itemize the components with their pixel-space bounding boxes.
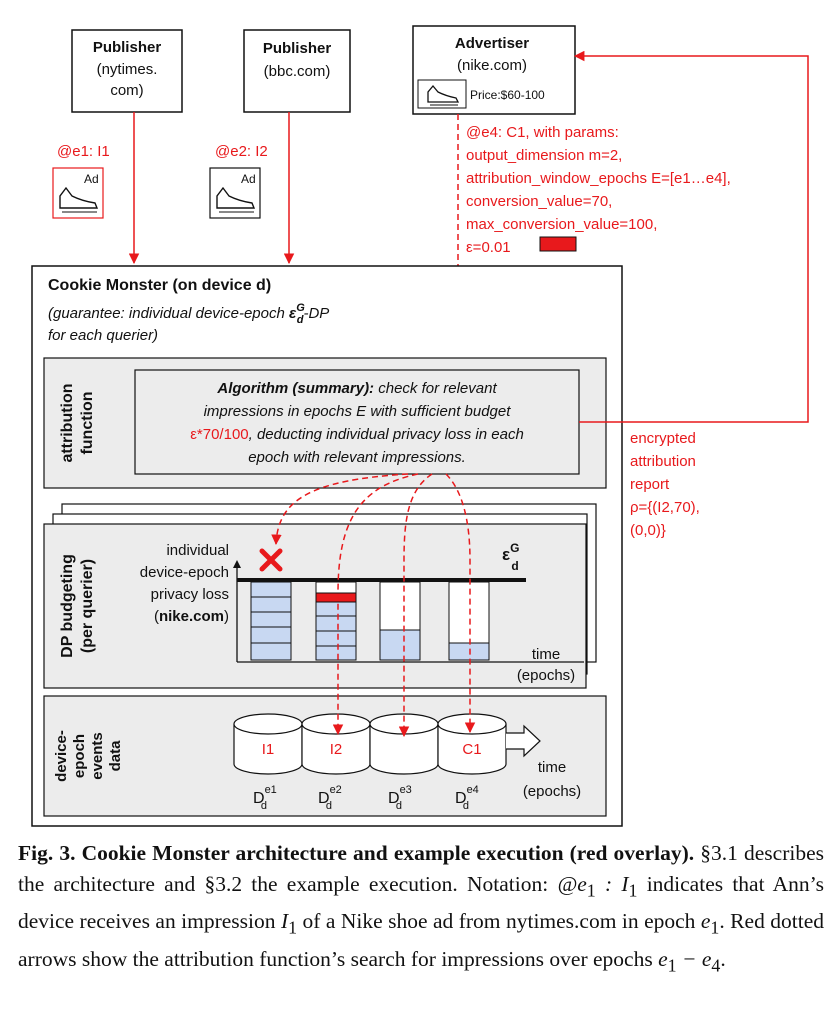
- epsilon-budget-swatch: [539, 236, 577, 252]
- search-arrow-e1: [271, 473, 409, 546]
- cookie-monster-title: Cookie Monster (on device d): [48, 277, 271, 294]
- new-deduction: [315, 592, 357, 603]
- db-event-label: C1: [462, 741, 481, 758]
- algorithm-line4: epoch with relevant impressions.: [248, 449, 466, 466]
- conversion-params: @e4: C1, with params: output_dimension m…: [466, 124, 731, 256]
- advertiser-name: (nike.com): [457, 57, 527, 74]
- search-arrow-e3: [398, 473, 433, 738]
- time-arrow-icon: [506, 724, 541, 758]
- attribution-report: encrypted attribution report ρ={(I2,70),…: [630, 430, 700, 539]
- epoch-db-cylinder-2: [301, 713, 371, 775]
- report-line: attribution: [630, 453, 696, 470]
- events-xlabel-epochs: (epochs): [523, 783, 581, 800]
- epoch-budget-bar-4: [448, 581, 490, 661]
- param-line: max_conversion_value=100,: [466, 216, 657, 233]
- db-event-label: I1: [262, 741, 275, 758]
- param-line: @e4: C1, with params:: [466, 124, 619, 141]
- ad-impression-2: Ad: [209, 167, 261, 219]
- publisher-title: Publisher: [93, 39, 162, 56]
- budget-exhausted-icon: [259, 548, 283, 572]
- shoe-icon: [427, 84, 460, 106]
- algorithm-line1: Algorithm (summary): check for relevant: [216, 380, 497, 397]
- shoe-icon: [59, 186, 99, 213]
- advertiser-box: Advertiser (nike.com) Price:$60-100: [412, 25, 576, 115]
- budgeting-side-label1: DP budgeting: [59, 554, 76, 658]
- budget-ylabel-querier: (nike.com): [154, 608, 229, 625]
- events-side-label: data: [107, 740, 124, 772]
- publisher-name-line2: com): [110, 82, 143, 99]
- publisher-title: Publisher: [263, 40, 332, 57]
- param-line: ε=0.01: [466, 239, 511, 256]
- attribution-search-arrows: [271, 473, 476, 738]
- attribution-function-panel: attribution function Algorithm (summary)…: [43, 357, 607, 489]
- budget-xlabel-time: time: [532, 646, 560, 663]
- search-arrow-e4: [445, 473, 476, 734]
- events-side-label: device-: [53, 730, 70, 782]
- report-line: ρ={(I2,70),: [630, 499, 700, 516]
- shoe-icon: [216, 186, 256, 213]
- param-line: attribution_window_epochs E=[e1…e4],: [466, 170, 731, 187]
- budget-ylabel-line: device-epoch: [140, 564, 229, 581]
- db-event-label: I2: [330, 741, 343, 758]
- guarantee-line2: for each querier): [48, 327, 158, 344]
- epoch-budget-bar-2: [315, 581, 357, 661]
- attribution-side-label2: function: [79, 391, 96, 454]
- param-line: output_dimension m=2,: [466, 147, 622, 164]
- events-side-label: events: [89, 732, 106, 780]
- event-e2-label: @e2: I2: [215, 143, 268, 160]
- report-arrow: [573, 50, 809, 423]
- epoch-db-cylinder-3: [369, 713, 439, 775]
- epoch-budget-bar-3: [379, 581, 421, 661]
- architecture-diagram: Publisher (nytimes. com) Publisher (bbc.…: [31, 25, 809, 827]
- events-side-label: epoch: [71, 734, 88, 778]
- price-range: Price:$60-100: [470, 88, 545, 102]
- param-line: conversion_value=70,: [466, 193, 612, 210]
- event-e1-label: @e1: I1: [57, 143, 110, 160]
- budgeting-side-label2: (per querier): [79, 559, 96, 653]
- report-line: report: [630, 476, 670, 493]
- caption-text: §3.1 describes the architecture and §3.2…: [18, 841, 824, 896]
- budget-ylabel-line: privacy loss: [151, 586, 229, 603]
- search-arrow-e2: [332, 473, 419, 736]
- caption-title: Fig. 3. Cookie Monster architecture and …: [18, 841, 695, 865]
- budget-ylabel-line: individual: [166, 542, 229, 559]
- attribution-side-label1: attribution: [59, 383, 76, 462]
- algorithm-box: [134, 369, 580, 475]
- figure-caption: Fig. 3. Cookie Monster architecture and …: [18, 841, 825, 975]
- publisher-bbc-box: Publisher (bbc.com): [243, 29, 351, 113]
- budget-xlabel-epochs: (epochs): [517, 667, 575, 684]
- algorithm-line3: ε*70/100, deducting individual privacy l…: [190, 426, 524, 443]
- publisher-name-line1: (nytimes.: [97, 61, 158, 78]
- algorithm-line2: impressions in epochs E with sufficient …: [204, 403, 512, 420]
- epoch-budget-bar-1: [250, 581, 292, 661]
- publisher-name: (bbc.com): [264, 63, 331, 80]
- dp-budgeting-panel: DP budgeting (per querier) individual de…: [43, 503, 597, 689]
- events-xlabel-time: time: [538, 759, 566, 776]
- advertiser-title: Advertiser: [455, 35, 529, 52]
- report-line: (0,0)}: [630, 522, 666, 539]
- epoch-db-cylinder-1: [233, 713, 303, 775]
- report-line: encrypted: [630, 430, 696, 447]
- ad-impression-1: Ad: [52, 167, 104, 219]
- ad-label: Ad: [84, 172, 99, 186]
- ad-label: Ad: [241, 172, 256, 186]
- publisher-nytimes-box: Publisher (nytimes. com): [71, 29, 183, 113]
